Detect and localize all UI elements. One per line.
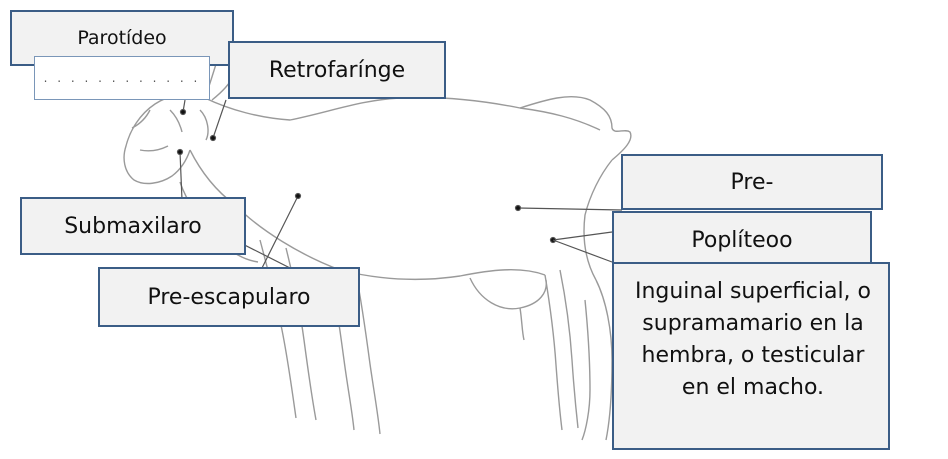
label-retrofaringe-text: Retrofarínge [269, 58, 405, 83]
label-inguinal-text: Inguinal superficial, o supramamario en … [628, 276, 878, 404]
label-popliteo-text: Poplíteoo [691, 228, 792, 253]
label-retrofaringe: Retrofarínge [228, 41, 446, 99]
label-pre: Pre- [621, 154, 883, 210]
label-submaxilar: Submaxilaro [20, 197, 246, 255]
blank-answer-field[interactable]: . . . . . . . . . . . . [34, 56, 210, 100]
label-inguinal: Inguinal superficial, o supramamario en … [612, 262, 890, 450]
label-parotideo-text: Parotídeo [77, 27, 166, 49]
label-popliteo: Poplíteoo [612, 211, 872, 269]
label-preescapular: Pre-escapularo [98, 267, 360, 327]
label-submaxilar-text: Submaxilaro [64, 214, 202, 239]
label-pre-text: Pre- [731, 170, 774, 195]
blank-answer-dots: . . . . . . . . . . . . [44, 71, 201, 85]
label-preescapular-text: Pre-escapularo [147, 285, 310, 310]
